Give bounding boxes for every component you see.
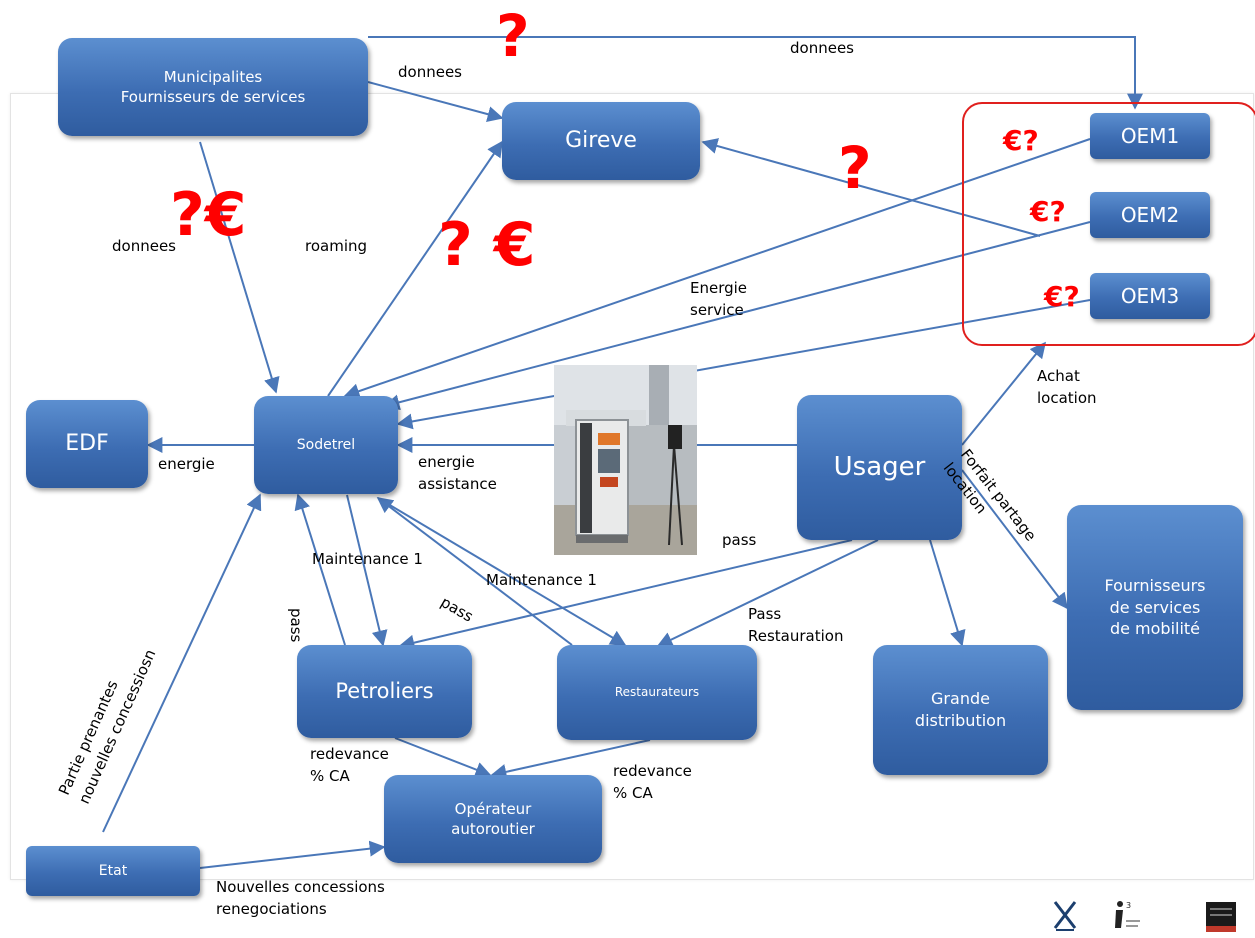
edge-usager-restaurateurs <box>656 539 879 647</box>
label-achat-location: Achat location <box>1037 367 1097 407</box>
label-donnees-left: donnees <box>112 237 176 255</box>
oem3-price-question: €? <box>1044 280 1080 313</box>
node-edf: EDF <box>26 400 148 488</box>
label-maintenance-restaurateurs: Maintenance 1 <box>486 571 597 589</box>
edge-restaurateurs-sodetrel <box>376 497 573 646</box>
edge-oem2-sodetrel <box>383 221 1091 411</box>
node-operateur-autoroutier: Opérateur autoroutier <box>384 775 602 863</box>
edge-etat-operateur <box>199 840 386 869</box>
node-oem2: OEM2 <box>1090 192 1210 238</box>
node-petroliers: Petroliers <box>297 645 472 738</box>
node-sodetrel: Sodetrel <box>254 396 398 494</box>
edge-municipalites-oem1 <box>368 36 1143 110</box>
edge-usager-oembox <box>961 341 1047 446</box>
edge-petroliers-operateur <box>394 737 492 778</box>
label-maintenance-petroliers: Maintenance 1 <box>312 550 423 568</box>
charging-station-photo <box>554 365 697 555</box>
label-pass-usager: pass <box>722 531 757 549</box>
node-oem3: OEM3 <box>1090 273 1210 319</box>
oem2-price-question: €? <box>1030 195 1066 228</box>
edge-usager-fournisseurs <box>961 469 1068 610</box>
edge-sodetrel-restaurateurs <box>377 497 627 646</box>
label-energie-service: Energie service <box>690 279 748 319</box>
label-donnees-mid: donnees <box>398 63 462 81</box>
question-euro-left: ?€ <box>170 180 247 250</box>
edge-oem2-gireve <box>701 138 1041 237</box>
edge-usager-grande <box>929 539 966 647</box>
node-municipalites: Municipalites Fournisseurs de services <box>58 38 368 136</box>
edge-etat-sodetrel <box>102 493 262 833</box>
svg-text:3: 3 <box>1126 901 1131 910</box>
node-fournisseurs-mobilite: Fournisseurs de services de mobilité <box>1067 505 1243 710</box>
node-oem1: OEM1 <box>1090 113 1210 159</box>
edge-usager-petroliers <box>398 539 853 651</box>
node-restaurateurs: Restaurateurs <box>557 645 757 740</box>
node-gireve: Gireve <box>502 102 700 180</box>
label-energie: energie <box>158 455 215 473</box>
node-etat: Etat <box>26 846 200 896</box>
label-roaming: roaming <box>305 237 368 255</box>
label-pass-restauration: Pass Restauration <box>748 605 844 645</box>
label-donnees-top: donnees <box>790 39 854 57</box>
question-mark-gireve: ? <box>838 134 872 202</box>
i3-logo: 3 <box>1112 898 1144 936</box>
question-euro-mid: ? € <box>438 210 536 280</box>
edge-municipalites-gireve <box>367 81 504 122</box>
edge-restaurateurs-operateur <box>490 739 651 780</box>
edge-petroliers-sodetrel <box>294 493 346 646</box>
label-energie-assistance: energie assistance <box>418 453 497 493</box>
oem1-price-question: €? <box>1003 124 1039 157</box>
label-nouvelles-concessions: Nouvelles concessions renegociations <box>216 878 385 918</box>
x-logo <box>1052 900 1078 936</box>
label-redevance-left: redevance % CA <box>310 745 389 785</box>
node-grande-distribution: Grande distribution <box>873 645 1048 775</box>
institution-logo <box>1206 902 1236 936</box>
label-pass-vertical: pass <box>287 608 305 643</box>
edge-oem3-sodetrel <box>396 299 1091 430</box>
node-usager: Usager <box>797 395 962 540</box>
edge-oem1-sodetrel <box>343 138 1091 399</box>
question-mark-top: ? <box>496 2 530 70</box>
edge-municipalites-sodetrel <box>199 141 280 394</box>
label-redevance-right: redevance % CA <box>613 762 692 802</box>
oem-group-box <box>962 102 1255 346</box>
edge-sodetrel-petroliers <box>346 494 388 647</box>
edge-sodetrel-gireve <box>327 140 503 397</box>
